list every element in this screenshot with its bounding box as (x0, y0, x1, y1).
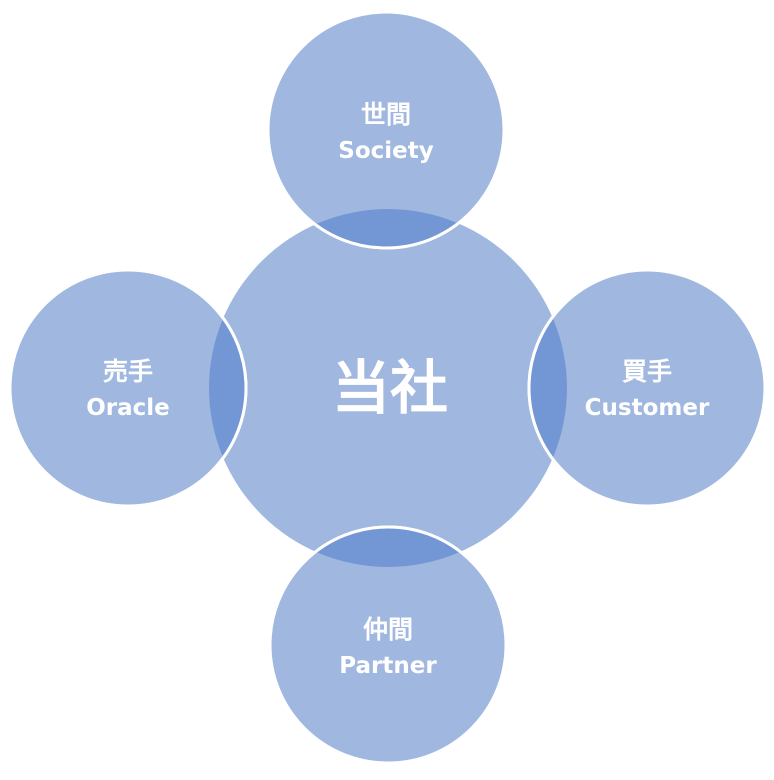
overlap-bottom (268, 525, 508, 567)
center-label: 当社 (332, 354, 448, 422)
bottom-label-jp: 仲間 (363, 615, 413, 644)
satellites (8, 10, 767, 765)
top-label-en: Society (338, 138, 433, 164)
overlaps (209, 209, 567, 567)
right-label-en: Customer (585, 395, 710, 421)
overlap-right (527, 268, 567, 508)
overlap-top (266, 209, 506, 250)
bottom-label-en: Partner (339, 653, 437, 679)
left-label-jp: 売手 (103, 357, 153, 386)
top-label-jp: 世間 (361, 100, 411, 129)
center-circle (209, 209, 567, 567)
overlap-left (209, 268, 248, 508)
left-label-en: Oracle (86, 395, 170, 421)
right-label-jp: 買手 (622, 357, 672, 386)
